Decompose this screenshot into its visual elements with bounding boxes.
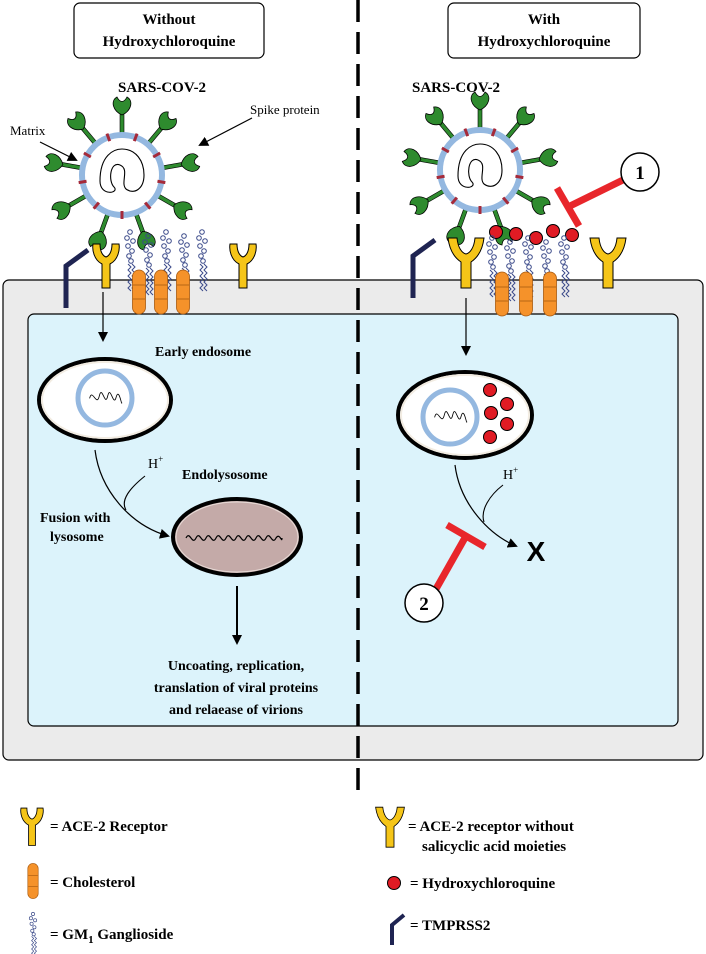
right-fusion-arrow — [454, 464, 518, 548]
legend-ganglioside: = GM1 Ganglioside — [28, 912, 174, 954]
legend-ganglioside-text: = GM1 Ganglioside — [50, 927, 174, 946]
fusion-label-line1: Fusion with — [40, 511, 111, 526]
inhibitor-1-number: 1 — [635, 163, 645, 184]
blocked-mark: X — [527, 536, 546, 567]
legend-tmprss2-text: = TMPRSS2 — [410, 918, 490, 934]
legend-ace2-no-sa: = ACE-2 receptor without salicyclic acid… — [375, 806, 574, 855]
left-header-line1: Without — [142, 12, 195, 28]
legend-ace2-icon — [20, 807, 44, 846]
legend-ganglioside-icon — [28, 912, 38, 954]
left-early-endosome — [37, 357, 173, 443]
right-cholesterol — [495, 271, 557, 317]
left-header-box: Without Hydroxychloroquine — [73, 2, 265, 59]
right-virus — [401, 91, 559, 247]
legend-cholesterol-icon — [27, 863, 39, 899]
outcome-line3: and relaease of virions — [169, 703, 303, 718]
legend-hcq: = Hydroxychloroquine — [387, 876, 555, 892]
fusion-label-line2: lysosome — [50, 530, 104, 545]
legend-tmprss2-icon — [390, 913, 406, 945]
right-virus-label: SARS-COV-2 — [412, 80, 500, 96]
endolysosome-label: Endolysosome — [182, 468, 268, 483]
fusion-arrow — [94, 449, 170, 539]
legend-tmprss2: = TMPRSS2 — [390, 913, 490, 945]
right-early-endosome — [396, 370, 534, 460]
left-proton-arrow — [123, 475, 146, 511]
legend: = ACE-2 Receptor = Cholesterol = GM1 Gan… — [20, 806, 574, 954]
left-header-line2: Hydroxychloroquine — [103, 34, 236, 50]
left-virus-label: SARS-COV-2 — [118, 80, 206, 96]
left-virus — [43, 96, 201, 252]
matrix-label: Matrix — [10, 123, 46, 138]
legend-ace2-no-sa-icon — [375, 806, 405, 848]
left-h-plus: H+ — [148, 454, 163, 472]
legend-ace2-no-sa-line2: salicyclic acid moieties — [422, 839, 566, 855]
right-header-box: With Hydroxychloroquine — [447, 2, 641, 59]
right-header-line2: Hydroxychloroquine — [478, 34, 611, 50]
legend-ace2: = ACE-2 Receptor — [20, 807, 168, 846]
outcome-line1: Uncoating, replication, — [168, 659, 304, 674]
legend-cholesterol-text: = Cholesterol — [50, 875, 135, 891]
early-endosome-label: Early endosome — [155, 345, 251, 360]
spike-protein-pointer — [198, 117, 253, 146]
legend-hcq-icon — [387, 876, 401, 890]
legend-ace2-no-sa-line1: = ACE-2 receptor without — [408, 819, 574, 835]
right-proton-arrow — [482, 484, 504, 523]
matrix-pointer — [39, 141, 78, 161]
right-header-line1: With — [528, 12, 561, 28]
outcome-line2: translation of viral proteins — [154, 681, 319, 696]
inhibitor-1: 1 — [553, 152, 660, 228]
spike-protein-label: Spike protein — [250, 102, 320, 117]
endolysosome — [171, 497, 303, 577]
legend-ace2-text: = ACE-2 Receptor — [50, 819, 168, 835]
legend-cholesterol: = Cholesterol — [27, 863, 135, 899]
inhibitor-2-number: 2 — [419, 594, 429, 615]
left-cholesterol — [132, 269, 190, 315]
legend-hcq-text: = Hydroxychloroquine — [410, 876, 555, 892]
right-h-plus: H+ — [503, 465, 518, 483]
inhibitor-2: 2 — [404, 521, 487, 623]
